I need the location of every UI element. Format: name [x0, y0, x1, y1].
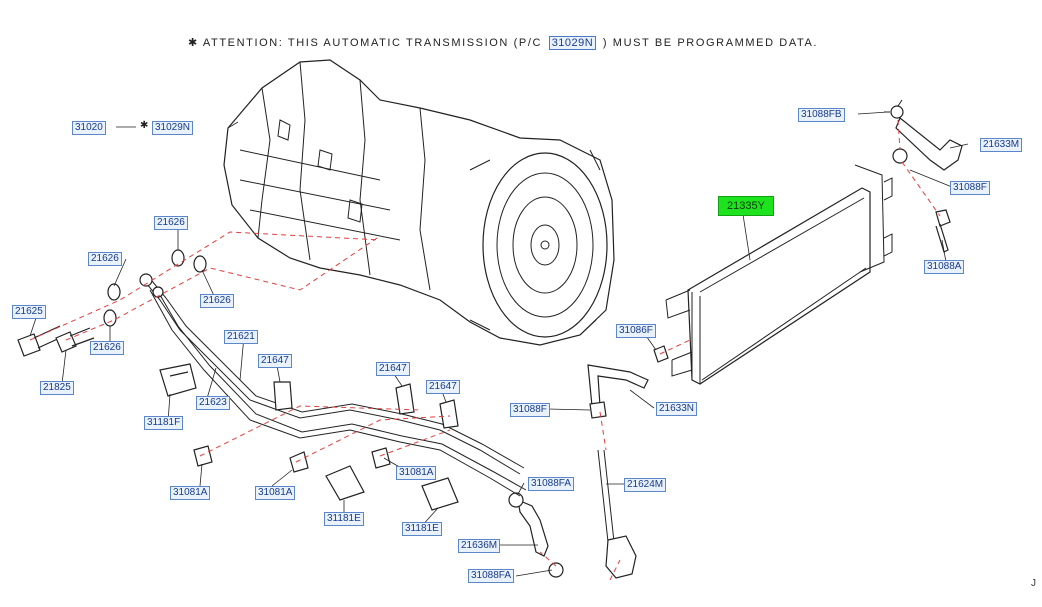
part-label-21647-left[interactable]: 21647 — [258, 354, 292, 368]
part-label-31081a-mid[interactable]: 31081A — [255, 486, 296, 500]
part-label-21624m[interactable]: 21624M — [624, 478, 667, 492]
star-icon: ✱ — [140, 120, 149, 131]
part-label-31088fa-upper[interactable]: 31088FA — [528, 477, 575, 491]
part-label-21633m[interactable]: 21633M — [980, 138, 1023, 152]
part-label-31020[interactable]: 31020 — [72, 121, 106, 135]
part-label-31181e-left[interactable]: 31181E — [324, 512, 364, 526]
part-label-31088fa-lower[interactable]: 31088FA — [468, 569, 515, 583]
part-label-21647-mid[interactable]: 21647 — [376, 362, 410, 376]
part-label-21626-bottom[interactable]: 21626 — [90, 341, 124, 355]
attention-note: ✱ ATTENTION: THIS AUTOMATIC TRANSMISSION… — [188, 36, 819, 50]
part-label-21633n[interactable]: 21633N — [656, 402, 698, 416]
part-label-31086f[interactable]: 31086F — [616, 324, 656, 338]
attention-part-code[interactable]: 31029N — [548, 36, 597, 50]
attention-text-prefix: ATTENTION: THIS AUTOMATIC TRANSMISSION (… — [202, 37, 543, 49]
part-label-31081a-right[interactable]: 31081A — [396, 466, 437, 480]
part-label-21647-right[interactable]: 21647 — [426, 380, 460, 394]
cooler-hoses — [508, 99, 963, 579]
corner-mark: J — [1031, 578, 1036, 589]
fasteners — [17, 249, 459, 511]
star-icon: ✱ — [188, 37, 199, 49]
transmission-assembly — [223, 59, 615, 346]
part-label-21636m[interactable]: 21636M — [458, 539, 501, 553]
part-label-21626-left[interactable]: 21626 — [88, 252, 122, 266]
part-label-21623[interactable]: 21623 — [196, 396, 230, 410]
part-label-31029n[interactable]: 31029N — [152, 121, 194, 135]
part-label-21626-right[interactable]: 21626 — [200, 294, 234, 308]
part-label-31088f-upper[interactable]: 31088F — [950, 181, 990, 195]
part-label-31081a-left[interactable]: 31081A — [170, 486, 211, 500]
reference-lines — [29, 119, 941, 581]
part-label-21825[interactable]: 21825 — [40, 381, 74, 395]
part-label-21626-top[interactable]: 21626 — [154, 216, 188, 230]
part-label-31088f-lower[interactable]: 31088F — [510, 403, 550, 417]
part-label-21621[interactable]: 21621 — [224, 330, 258, 344]
oil-cooler — [665, 164, 893, 385]
part-label-31181f[interactable]: 31181F — [144, 416, 184, 430]
oil-tubes — [139, 273, 527, 497]
part-label-21335y-highlighted[interactable]: 21335Y — [718, 196, 774, 216]
part-label-31088fb[interactable]: 31088FB — [798, 108, 845, 122]
attention-text-suffix: ) MUST BE PROGRAMMED DATA. — [602, 37, 819, 49]
part-label-21625[interactable]: 21625 — [12, 305, 46, 319]
lead-lines — [29, 111, 969, 577]
part-label-31088a[interactable]: 31088A — [924, 260, 965, 274]
part-label-31181e-right[interactable]: 31181E — [402, 522, 442, 536]
